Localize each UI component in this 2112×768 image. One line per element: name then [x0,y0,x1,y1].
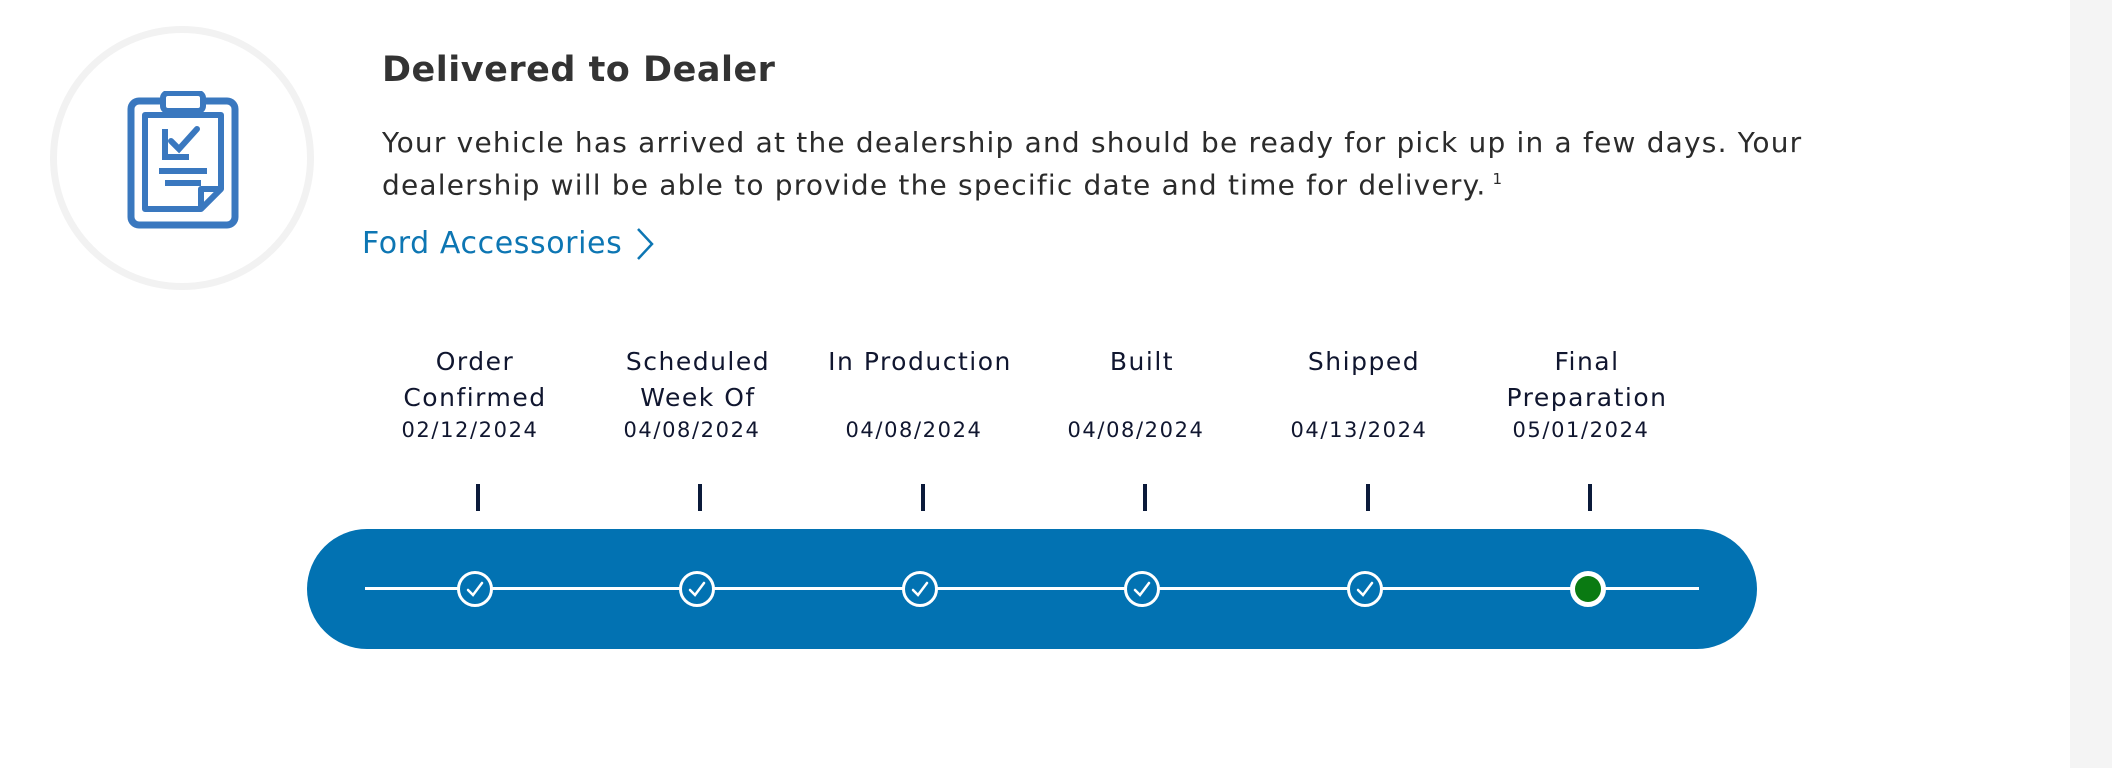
step-name: Order Confirmed [403,347,547,412]
step-date: 04/08/2024 [623,418,761,442]
status-description: Your vehicle has arrived at the dealersh… [382,124,1832,203]
timeline-tick [921,484,925,511]
step-complete-node [902,571,938,607]
status-description-text: Your vehicle has arrived at the dealersh… [382,126,1803,202]
current-status-dot [1575,576,1601,602]
timeline-tick [1366,484,1370,511]
chevron-right-icon [636,227,655,261]
step-name: Built [1109,347,1175,376]
status-title: Delivered to Dealer [382,50,776,90]
progress-line [365,587,1699,590]
timeline-tick [698,484,702,511]
step-complete-node [457,571,493,607]
step-current-node [1570,571,1606,607]
check-icon [466,581,484,597]
step-complete-node [1124,571,1160,607]
step-name: Scheduled Week Of [625,347,771,412]
check-icon [911,581,929,597]
status-icon-badge [50,26,314,290]
footnote-marker[interactable]: 1 [1492,170,1504,188]
step-complete-node [1347,571,1383,607]
step-name: Final Preparation [1506,347,1668,412]
step-date: 04/13/2024 [1290,418,1428,442]
check-icon [1356,581,1374,597]
clipboard-check-icon [127,91,239,229]
step-name: In Production [828,347,1012,376]
step-name: Shipped [1307,347,1421,376]
step-date: 04/08/2024 [845,418,983,442]
check-icon [688,581,706,597]
scrollbar-track[interactable] [2070,0,2112,768]
timeline-tick [476,484,480,511]
ford-accessories-label: Ford Accessories [362,226,623,261]
timeline-tick [1143,484,1147,511]
step-date: 02/12/2024 [401,418,539,442]
timeline-tick [1588,484,1592,511]
step-complete-node [679,571,715,607]
ford-accessories-link[interactable]: Ford Accessories [362,226,655,261]
check-icon [1133,581,1151,597]
step-date: 04/08/2024 [1067,418,1205,442]
step-date: 05/01/2024 [1512,418,1650,442]
